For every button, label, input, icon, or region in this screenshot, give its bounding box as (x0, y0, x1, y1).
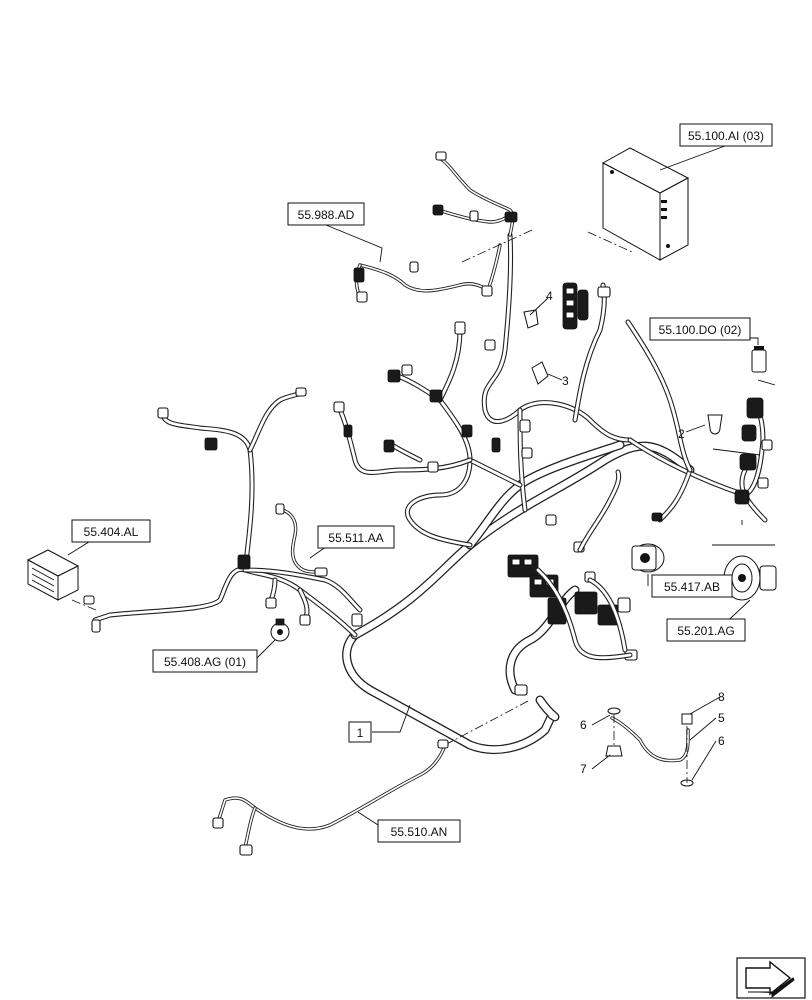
lower-end-connector-a (212, 817, 224, 829)
upper-branch-harness (481, 232, 748, 523)
ref-label-lower-harness: 55.510.AN (377, 819, 461, 843)
upper-left-connectors (353, 151, 518, 303)
ecu-guide-line (587, 231, 633, 253)
ref-label-lamp: 55.404.AL (71, 519, 151, 543)
item-number-6-left: 6 (580, 718, 587, 732)
svg-text:55.408.AG (01): 55.408.AG (01) (164, 655, 246, 669)
far-left-connectors (157, 387, 363, 627)
ref-label-sensor-cable: 55.511.AA (317, 525, 395, 549)
item-number-8: 8 (718, 690, 725, 704)
item-number-6-right: 6 (718, 734, 725, 748)
svg-text:55.201.AG: 55.201.AG (677, 624, 734, 638)
left-branch-connectors (333, 321, 533, 473)
svg-text:55.511.AA: 55.511.AA (328, 531, 383, 545)
svg-text:55.510.AN: 55.510.AN (391, 825, 448, 839)
item-number-3: 3 (562, 374, 569, 388)
sensor-cable-connectors (275, 503, 328, 577)
far-left-harness (92, 389, 363, 638)
sensor-cable (280, 508, 320, 574)
next-page-arrow-icon[interactable] (736, 957, 806, 999)
ref-label-alternator: 55.417.AB (651, 574, 733, 598)
ecu-guide-line-2 (461, 229, 533, 263)
item-number-4: 4 (546, 289, 553, 303)
svg-text:55.100.AI (03): 55.100.AI (03) (688, 129, 764, 143)
alternator (631, 512, 665, 573)
lower-guide-line (444, 699, 531, 746)
right-guide-lines (712, 379, 776, 546)
ground-strap (610, 716, 690, 763)
svg-text:55.988.AD: 55.988.AD (298, 208, 355, 222)
plug-parts (523, 309, 723, 435)
hardware-items (605, 707, 694, 787)
ref-label-starter: 55.201.AG (666, 618, 746, 642)
hardware-guide-lines (613, 714, 688, 783)
lower-end-connector-b (239, 844, 253, 856)
main-harness (342, 440, 695, 755)
upper-left-harness (354, 156, 515, 302)
relay-block (562, 282, 611, 330)
small-ecu (751, 346, 767, 373)
item-number-2: 2 (678, 427, 685, 441)
ref-label-ecu-upper: 55.100.AI (03) (679, 123, 773, 147)
ref-label-ecu-small: 55.100.DO (02) (649, 317, 751, 341)
lamp-guide-line (71, 599, 97, 611)
ref-label-harness-upper-left: 55.988.AD (287, 202, 365, 226)
item-label-main-harness: 1 (348, 721, 372, 743)
item-number-5: 5 (718, 711, 725, 725)
speed-sensor (270, 618, 290, 642)
ecu-box (601, 147, 690, 261)
fuse-relay-cluster (507, 514, 638, 696)
svg-text:1: 1 (357, 726, 364, 740)
work-lamp (26, 549, 101, 633)
right-connectors (734, 397, 773, 505)
starter-motor (723, 555, 777, 601)
item-number-7: 7 (580, 762, 587, 776)
svg-text:55.404.AL: 55.404.AL (84, 525, 139, 539)
svg-text:55.100.DO (02): 55.100.DO (02) (659, 323, 742, 337)
lower-clip (437, 739, 449, 749)
ref-label-sensor: 55.408.AG (01) (152, 649, 258, 673)
svg-text:55.417.AB: 55.417.AB (664, 580, 720, 594)
